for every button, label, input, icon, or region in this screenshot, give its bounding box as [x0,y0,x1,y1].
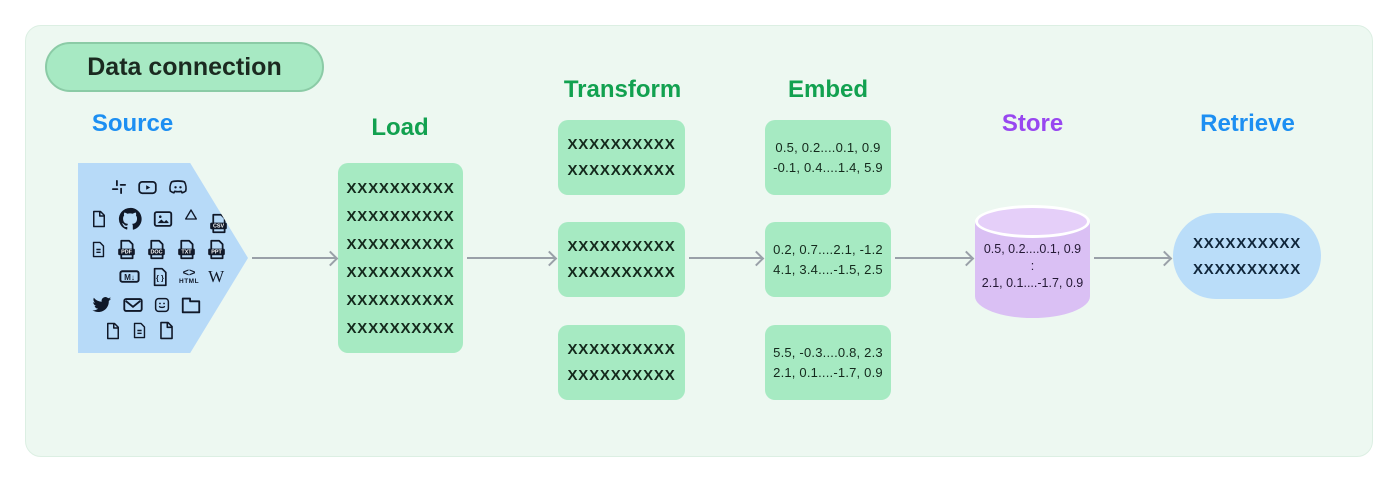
load-line: XXXXXXXXXX [346,291,455,309]
txt-file-icon: TXT [176,239,197,260]
markdown-icon: M↓ [118,265,141,288]
heading-retrieve: Retrieve [1200,110,1295,137]
flow-arrow-embed-store [895,257,972,259]
store-cylinder: 0.5, 0.2....0.1, 0.9 : 2.1, 0.1....-1.7,… [975,205,1090,318]
icon-row [104,321,200,340]
load-line: XXXXXXXXXX [346,319,455,337]
pdf-file-icon: PDF [116,239,137,260]
source-icon-grid: CSV PDF DOC TXT PPT M↓ { } <>HTML W [78,163,248,353]
load-line: XXXXXXXXXX [346,179,455,197]
store-line: 2.1, 0.1....-1.7, 0.9 [981,276,1084,290]
vector-line: 2.1, 0.1....-1.7, 0.9 [773,365,883,380]
chunk-line: XXXXXXXXXX [567,238,676,255]
google-drive-icon [183,207,199,223]
flow-arrow-store-retrieve [1094,257,1170,259]
wikipedia-icon: W [208,267,225,286]
chunk-line: XXXXXXXXXX [567,367,676,384]
vector-line: 0.5, 0.2....0.1, 0.9 [775,140,881,155]
retrieve-pill: XXXXXXXXXX XXXXXXXXXX [1173,213,1321,299]
chunk-line: XXXXXXXXXX [567,341,676,358]
embed-box-2: 0.2, 0.7....2.1, -1.2 4.1, 3.4....-1.5, … [765,222,891,297]
file-icon [157,321,176,340]
transform-box-2: XXXXXXXXXX XXXXXXXXXX [558,222,685,297]
icon-row: M↓ { } <>HTML W [118,265,224,288]
flow-arrow-load-transform [467,257,555,259]
chunk-line: XXXXXXXXXX [567,136,676,153]
svg-text:{ }: { } [156,273,164,282]
vector-line: 5.5, -0.3....0.8, 2.3 [773,345,883,360]
icon-row [110,176,200,198]
svg-text:PDF: PDF [121,250,133,256]
svg-text:TXT: TXT [181,250,192,256]
flow-arrow-transform-embed [689,257,762,259]
ppt-file-icon: PPT [206,239,227,260]
load-line: XXXXXXXXXX [346,263,455,281]
load-line: XXXXXXXXXX [346,235,455,253]
transform-box-3: XXXXXXXXXX XXXXXXXXXX [558,325,685,400]
embed-box-3: 5.5, -0.3....0.8, 2.3 2.1, 0.1....-1.7, … [765,325,891,400]
folder-icon [180,294,202,316]
youtube-icon [137,177,158,198]
heading-transform: Transform [563,76,682,103]
slack-icon [110,178,128,196]
data-connection-badge: Data connection [45,42,324,92]
doc-file-icon: DOC [146,239,167,260]
json-file-icon: { } [150,267,170,287]
file-icon [90,210,108,228]
github-icon [117,206,143,232]
cylinder-top [975,205,1090,238]
transform-box-1: XXXXXXXXXX XXXXXXXXXX [558,120,685,195]
store-values: 0.5, 0.2....0.1, 0.9 : 2.1, 0.1....-1.7,… [975,241,1090,292]
emoji-icon [153,296,171,314]
discord-icon [167,176,189,198]
icon-row: PDF DOC TXT PPT [90,239,225,260]
html-icon: <>HTML [179,266,200,285]
heading-embed: Embed [787,76,868,103]
heading-source: Source [91,110,174,137]
svg-text:DOC: DOC [150,250,162,256]
load-line: XXXXXXXXXX [346,207,455,225]
vector-line: -0.1, 0.4....1.4, 5.9 [773,160,883,175]
text-file-icon [90,241,107,258]
image-icon [152,208,174,230]
retrieve-line: XXXXXXXXXX [1192,234,1302,252]
file-icon [104,322,122,340]
load-box: XXXXXXXXXX XXXXXXXXXX XXXXXXXXXX XXXXXXX… [338,163,463,353]
retrieve-line: XXXXXXXXXX [1192,260,1302,278]
text-file-icon [131,322,148,339]
svg-text:M↓: M↓ [124,273,135,282]
diagram-card [25,25,1373,457]
vector-line: 0.2, 0.7....2.1, -1.2 [773,242,883,257]
heading-load: Load [371,114,429,141]
svg-text:PPT: PPT [211,250,222,256]
vector-line: 4.1, 3.4....-1.5, 2.5 [773,262,883,277]
twitter-icon [90,293,113,316]
badge-label: Data connection [87,52,282,81]
store-line: : [1030,259,1035,273]
store-line: 0.5, 0.2....0.1, 0.9 [983,242,1082,256]
flow-arrow-source-load [252,257,336,259]
csv-file-icon: CSV [208,213,229,234]
svg-text:CSV: CSV [213,224,225,230]
embed-box-1: 0.5, 0.2....0.1, 0.9 -0.1, 0.4....1.4, 5… [765,120,891,195]
chunk-line: XXXXXXXXXX [567,264,676,281]
email-icon [122,294,144,316]
heading-store: Store [1001,110,1064,137]
icon-row [90,293,202,316]
icon-row: CSV [90,203,227,234]
chunk-line: XXXXXXXXXX [567,162,676,179]
